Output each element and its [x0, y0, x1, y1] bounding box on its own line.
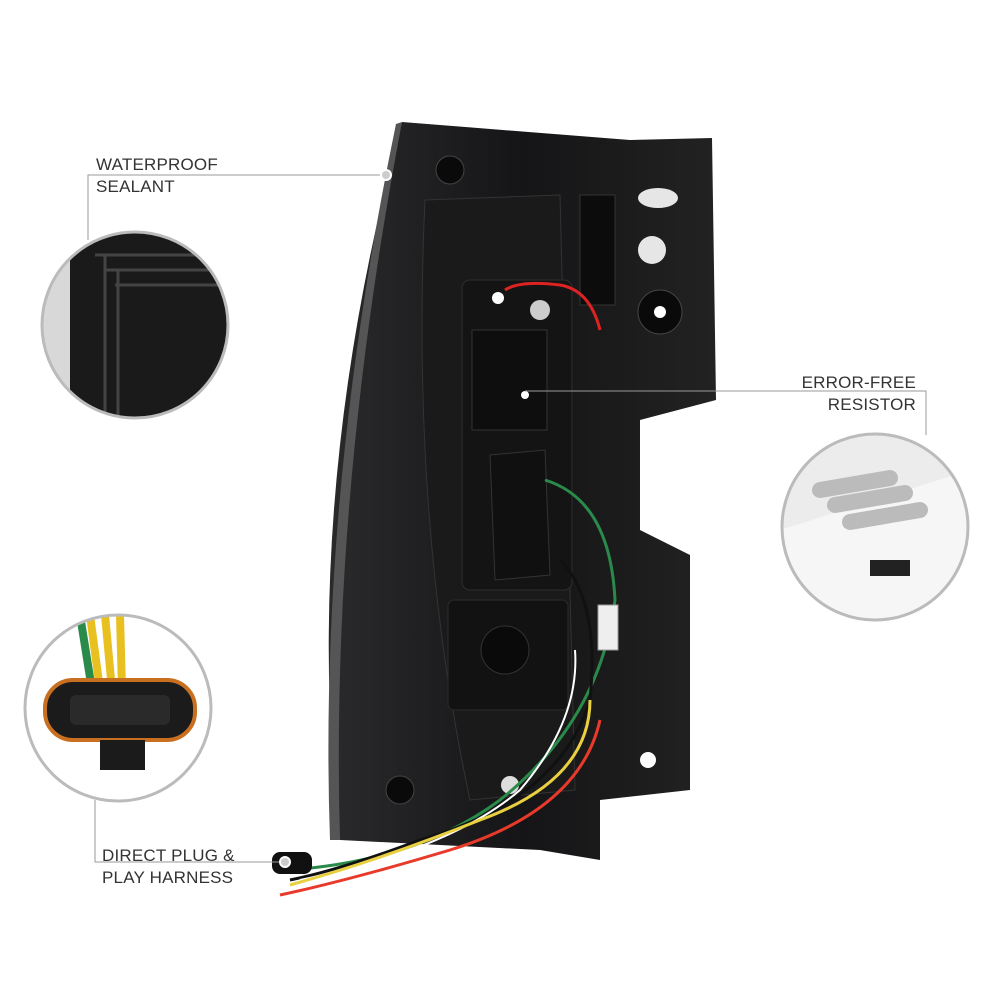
callout-error-free-resistor: ERROR-FREE RESISTOR	[802, 372, 916, 416]
callout-dot-harness	[279, 856, 291, 868]
callout-line-2: RESISTOR	[827, 395, 916, 414]
callout-line-1: ERROR-FREE	[801, 373, 916, 392]
callout-line-2: SEALANT	[96, 177, 175, 196]
detail-circle-resistor	[780, 432, 970, 622]
tail-light-housing	[328, 122, 716, 860]
callout-waterproof-sealant: WATERPROOF SEALANT	[96, 154, 218, 198]
callout-direct-plug-harness: DIRECT PLUG & PLAY HARNESS	[102, 845, 235, 889]
harness-connector	[272, 852, 312, 874]
leader-lines	[87, 174, 927, 863]
detail-circle-connector	[23, 613, 213, 803]
callout-line-1: WATERPROOF	[96, 155, 218, 174]
callout-dot-waterproof	[380, 169, 392, 181]
callout-line-2: PLAY HARNESS	[102, 868, 234, 887]
callout-line-1: DIRECT PLUG &	[102, 846, 235, 865]
detail-circle-sealant	[40, 230, 230, 420]
wire-harness	[279, 281, 619, 897]
